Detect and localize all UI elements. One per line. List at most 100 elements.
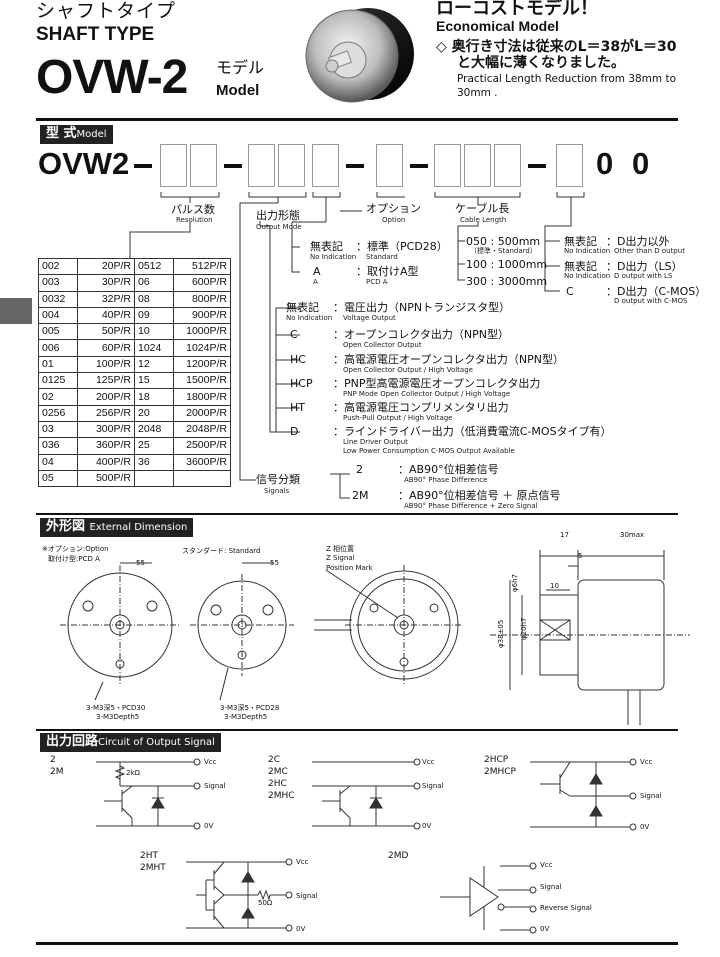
c1-signal: Signal <box>204 782 226 790</box>
resolution-code-cell: 0125 <box>38 372 78 390</box>
resolution-value-cell: 400P/R <box>77 453 135 471</box>
std-label: スタンダード: Standard <box>182 547 261 555</box>
cable-label-jp: ケーブル長 <box>455 202 510 215</box>
resolution-value-cell: 300P/R <box>77 420 135 439</box>
resolution-label-jp: パルス数 <box>171 203 215 216</box>
last-item-code: C <box>566 285 574 298</box>
code-dash-2 <box>224 164 242 168</box>
code-dash-1 <box>134 164 152 168</box>
encoder-product-image <box>305 8 414 103</box>
resolution-code-cell: 0256 <box>38 404 78 422</box>
option-item-desc: ：取付けA型 <box>356 265 419 278</box>
eco-desc-jp-2: と大幅に薄くなりました。 <box>457 55 625 71</box>
eco-title-en: Economical Model <box>436 18 559 34</box>
code-box-2 <box>190 144 217 187</box>
dimension-section-title: 外形図 External Dimension <box>40 518 194 537</box>
resolution-code-cell: 12 <box>134 355 174 374</box>
dimension-title-en: External Dimension <box>89 522 188 533</box>
signal-item-desc-en: AB90° Phase Difference + Zero Signal <box>404 502 538 510</box>
circuit-2-label-c: 2HC <box>268 779 287 789</box>
model-label-en: Model <box>216 82 260 99</box>
bullet-diamond: ◇ <box>436 39 447 55</box>
output-item-desc: ：高電源電圧コンプリメンタリ出力 <box>333 401 509 414</box>
output-item-desc-en: Line Driver Output <box>343 438 408 446</box>
option-item-desc-en: PCD A <box>366 278 388 286</box>
option-item-code-en: No Indication <box>310 253 357 261</box>
output-item-code: HC <box>290 353 306 366</box>
eco-desc-jp-1-text: 奥行き寸法は従来のL＝38がL＝30 <box>451 39 677 55</box>
output-mode-label-jp: 出力形態 <box>256 209 300 222</box>
resolution-value-cell: 900P/R <box>173 306 231 325</box>
c5-0v: 0V <box>540 925 550 933</box>
resolution-value-cell: 125P/R <box>77 372 135 390</box>
footer-rule <box>36 942 678 945</box>
screw-b-2: 3-M3Depth5 <box>224 713 268 721</box>
output-mode-label-en: Output Mode <box>256 223 302 231</box>
code-box-9 <box>494 144 521 187</box>
code-zero-2: 0 <box>632 146 650 181</box>
resolution-value-cell: 1024P/R <box>173 339 231 357</box>
signal-item-desc-en: AB90° Phase Difference <box>404 476 488 484</box>
eco-desc-jp-1: ◇ 奥行き寸法は従来のL＝38がL＝30 <box>436 40 676 54</box>
signal-item-code: 2 <box>356 463 363 476</box>
resolution-value-cell: 40P/R <box>77 306 135 325</box>
output-item-desc: ：高電源電圧オープンコレクタ出力（NPN型） <box>333 353 564 366</box>
resolution-value-cell: 200P/R <box>77 388 135 406</box>
eco-title-jp: ローコストモデル！ <box>436 0 598 19</box>
circuit-3-label-b: 2MHCP <box>484 767 516 777</box>
option-item-code-en: A <box>313 278 318 286</box>
output-item-desc-en: Voltage Output <box>343 314 396 322</box>
output-item-desc: ：ラインドライバー出力（低消費電流C-MOSタイプ有） <box>333 425 612 438</box>
resolution-value-cell: 256P/R <box>77 404 135 422</box>
output-item-desc-en: Open Collector Output <box>343 341 422 349</box>
resolution-code-cell: 18 <box>134 388 174 406</box>
resolution-value-cell: 30P/R <box>77 274 135 292</box>
output-item-code: 無表記 <box>286 301 319 314</box>
header-rule <box>36 118 678 121</box>
last-item-desc: ：D出力（LS） <box>606 260 683 273</box>
resolution-code-cell: 1024 <box>134 339 174 357</box>
resolution-code-cell: 36 <box>134 453 174 471</box>
resolution-value-cell: 100P/R <box>77 355 135 374</box>
model-title-jp: 型 式 <box>46 126 77 141</box>
code-box-1 <box>160 144 187 187</box>
c3-0v: 0V <box>640 823 650 831</box>
resolution-value-cell: 20P/R <box>77 257 135 276</box>
circuit-1-label-a: 2 <box>50 755 56 765</box>
last-item-desc-en: D output with LS <box>614 272 673 280</box>
cable-label-en: Cable Length <box>460 216 507 224</box>
model-title-en: Model <box>76 129 107 140</box>
code-zero-1: 0 <box>596 146 614 181</box>
c4-50: 50Ω <box>258 899 273 907</box>
title-jp: シャフトタイプ <box>36 0 177 22</box>
circuit-2-label-a: 2C <box>268 755 281 765</box>
signal-label-en: Signals <box>264 487 290 495</box>
opt-label-2: 取付け型:PCD A <box>48 555 100 563</box>
resolution-value-cell: 2500P/R <box>173 437 231 455</box>
code-box-3 <box>248 144 275 187</box>
cable-item: 100 : 1000mm <box>466 258 548 271</box>
resolution-code-cell: 02 <box>38 388 78 406</box>
code-box-8 <box>464 144 491 187</box>
screw-b-1: 3-M3深5・PCD28 <box>220 704 280 712</box>
side-tab-marker <box>0 298 32 324</box>
output-item-desc-en: Open Collector Output / High Voltage <box>343 366 473 374</box>
resolution-value-cell: 2048P/R <box>173 420 231 439</box>
resolution-code-cell: 006 <box>38 339 78 357</box>
resolution-value-cell: 800P/R <box>173 290 231 308</box>
eco-desc-en-2: 30mm . <box>457 87 498 99</box>
resolution-code-cell: 2048 <box>134 420 174 439</box>
code-box-7 <box>434 144 461 187</box>
c2-vcc: Vcc <box>422 758 435 766</box>
screw-a-1: 3-M3深5・PCD30 <box>86 704 146 712</box>
output-item-desc-en: PNP Mode Open Collector Output / High Vo… <box>343 390 511 398</box>
option-item-desc-en: Standard <box>366 253 398 261</box>
last-item-code-en: No Indication <box>564 272 611 280</box>
option-label-en: Option <box>382 216 406 224</box>
